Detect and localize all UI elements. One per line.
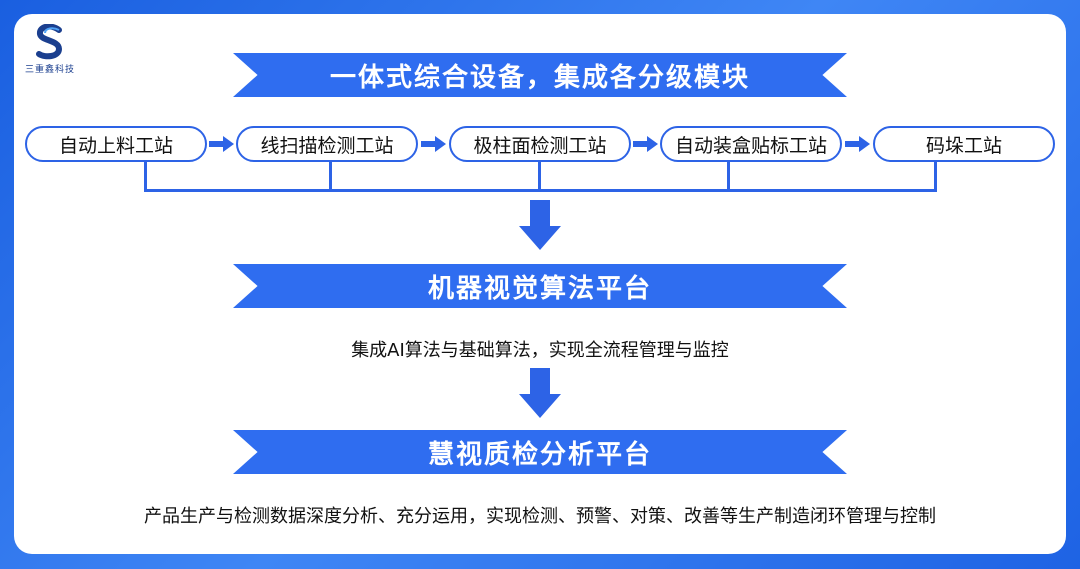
arrow-right-icon — [845, 136, 870, 152]
station-pole-surface-inspection: 极柱面检测工站 — [449, 126, 631, 162]
company-logo: 三重鑫科技 — [22, 24, 78, 80]
arrow-right-icon — [633, 136, 658, 152]
banner-quality-analysis-platform: 慧视质检分析平台 — [233, 430, 847, 474]
connector-vertical — [144, 162, 147, 192]
connector-vertical — [934, 162, 937, 192]
station-line-scan-inspection: 线扫描检测工站 — [236, 126, 418, 162]
banner-integrated-equipment: 一体式综合设备，集成各分级模块 — [233, 53, 847, 97]
logo-text: 三重鑫科技 — [24, 65, 75, 75]
arrow-right-icon — [209, 136, 234, 152]
description-algorithm: 集成AI算法与基础算法，实现全流程管理与监控 — [351, 340, 729, 361]
connector-horizontal — [144, 189, 937, 192]
description-data-analysis: 产品生产与检测数据深度分析、充分运用，实现检测、预警、对策、改善等生产制造闭环管… — [144, 506, 936, 527]
s-logo-icon — [36, 24, 63, 60]
station-palletizing: 码垛工站 — [873, 126, 1055, 162]
arrow-right-icon — [421, 136, 446, 152]
connector-vertical — [727, 162, 730, 192]
arrow-down-icon — [519, 368, 561, 418]
connector-vertical — [329, 162, 332, 192]
banner-machine-vision-platform: 机器视觉算法平台 — [233, 264, 847, 308]
connector-vertical — [538, 162, 541, 192]
station-auto-boxing-labeling: 自动装盒贴标工站 — [660, 126, 842, 162]
station-auto-loading: 自动上料工站 — [25, 126, 207, 162]
arrow-down-icon — [519, 200, 561, 250]
